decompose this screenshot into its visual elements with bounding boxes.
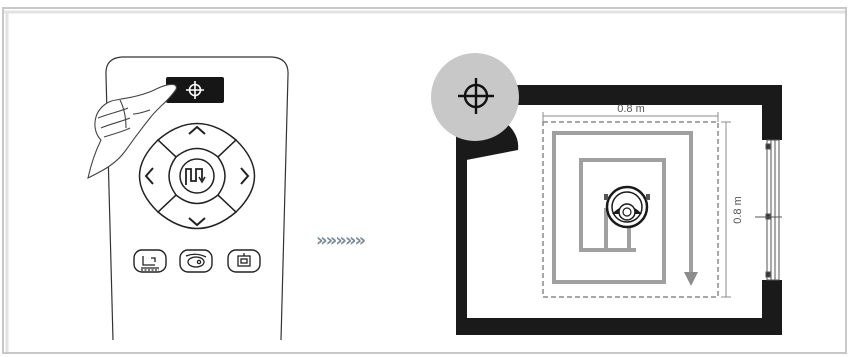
edge-clean-icon <box>185 168 203 185</box>
spiral-path <box>552 131 693 284</box>
edge-clean-arrow-icon <box>198 176 206 184</box>
room-diagram: 0.8 m 0.8 m <box>431 53 782 335</box>
dock-button[interactable] <box>133 249 167 273</box>
schedule-button[interactable] <box>227 249 261 273</box>
chevron-down-icon <box>188 217 206 227</box>
chevron-up-icon <box>188 125 206 135</box>
center-button[interactable] <box>179 158 215 194</box>
width-dimension <box>542 112 719 122</box>
crosshair-icon <box>458 78 494 114</box>
robot-vacuum <box>604 185 650 229</box>
height-label: 0.8 m <box>732 196 744 224</box>
left-button[interactable] <box>138 138 177 214</box>
transition-arrows: »»»»» <box>316 230 366 251</box>
path-arrowhead <box>684 272 698 286</box>
chevron-left-icon <box>144 167 154 185</box>
width-label: 0.8 m <box>617 103 645 115</box>
window <box>755 139 782 281</box>
schedule-icon <box>237 253 251 267</box>
spot-button[interactable] <box>166 77 224 103</box>
robot-button[interactable] <box>179 249 213 273</box>
right-button[interactable] <box>217 138 256 214</box>
dock-icon <box>141 256 159 271</box>
crosshair-icon <box>186 81 204 99</box>
room-walls <box>456 85 782 335</box>
chevron-right-icon <box>240 167 250 185</box>
spot-badge <box>431 53 519 141</box>
robot-icon <box>185 253 207 268</box>
cleaning-area-boundary <box>542 121 719 298</box>
height-dimension <box>721 121 731 298</box>
pressing-hand <box>87 83 178 180</box>
remote-control <box>87 56 289 341</box>
direction-pad <box>138 122 256 230</box>
